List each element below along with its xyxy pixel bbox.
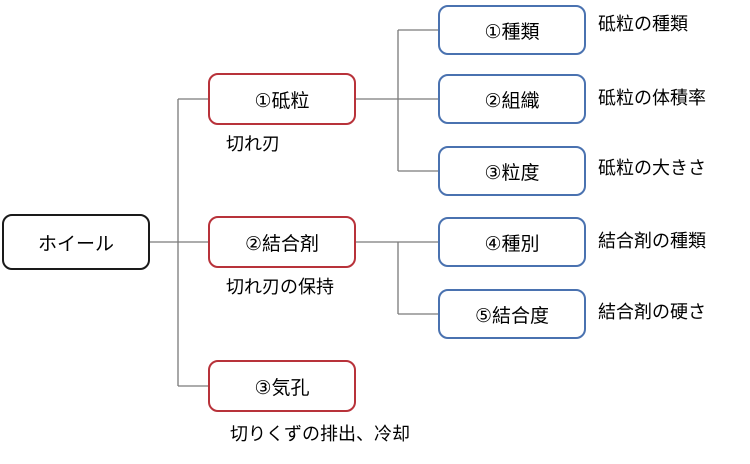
factor-node-structure: ②組織	[438, 74, 586, 124]
element-node-label: ②結合剤	[244, 232, 320, 255]
factor-node-bond-type: ④種別	[438, 217, 586, 267]
root-node-label: ホイール	[37, 232, 114, 255]
factor-desc-grade: 結合剤の硬さ	[598, 302, 706, 323]
element-node-pore: ③気孔	[208, 360, 356, 412]
factor-node-label: ②組織	[484, 89, 540, 112]
factor-desc-structure: 砥粒の体積率	[598, 88, 706, 109]
element-node-bond: ②結合剤	[208, 216, 356, 268]
root-node-wheel: ホイール	[2, 214, 150, 270]
element-role-bond: 切れ刃の保持	[226, 277, 334, 298]
factor-node-label: ①種類	[484, 20, 540, 43]
factor-node-grain-size: ③粒度	[438, 146, 586, 196]
factor-node-type: ①種類	[438, 5, 586, 55]
factor-desc-type: 砥粒の種類	[598, 14, 688, 35]
element-node-label: ③気孔	[254, 376, 310, 399]
element-role-abrasive: 切れ刃	[226, 134, 280, 155]
factor-node-label: ④種別	[484, 232, 540, 255]
factor-node-label: ③粒度	[484, 161, 540, 184]
factor-node-grade: ⑤結合度	[438, 289, 586, 339]
factor-desc-grain-size: 砥粒の大きさ	[598, 158, 706, 179]
element-node-label: ①砥粒	[254, 89, 310, 112]
element-role-pore: 切りくずの排出、冷却	[230, 424, 410, 445]
factor-desc-bond-type: 結合剤の種類	[598, 231, 706, 252]
factor-node-label: ⑤結合度	[474, 304, 550, 327]
element-node-abrasive: ①砥粒	[208, 73, 356, 125]
